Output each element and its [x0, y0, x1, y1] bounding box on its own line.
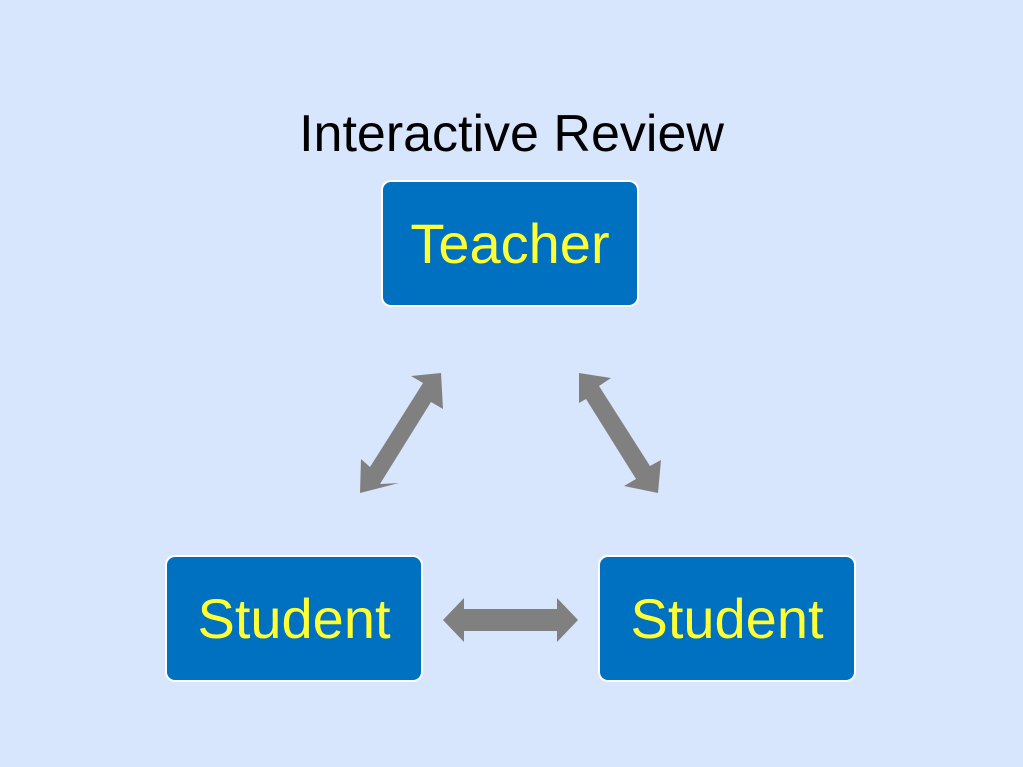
arrow-student-student — [443, 598, 578, 642]
arrow-teacher-student-right — [579, 373, 661, 493]
student-right-node-label: Student — [630, 586, 824, 650]
student-left-node-label: Student — [197, 586, 391, 650]
student-left-node: Student — [165, 555, 423, 682]
student-right-node: Student — [598, 555, 856, 682]
teacher-node-label: Teacher — [410, 211, 610, 275]
slide-title: Interactive Review — [299, 105, 724, 163]
teacher-node: Teacher — [381, 180, 639, 307]
arrow-teacher-student-left — [360, 373, 443, 493]
